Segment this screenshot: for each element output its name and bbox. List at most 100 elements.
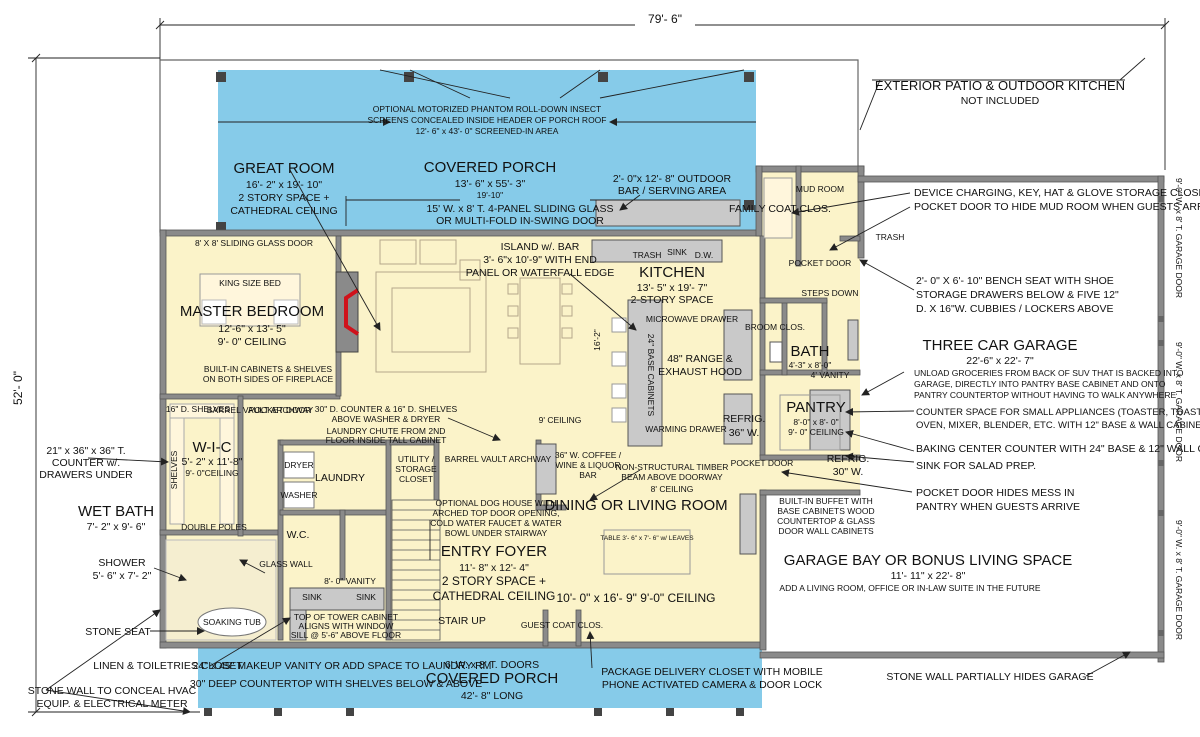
- room-exterior-patio: EXTERIOR PATIO & OUTDOOR KITCHEN NOT INC…: [875, 78, 1125, 107]
- overall-width-dimension: 79'- 6": [155, 10, 1170, 170]
- base-cabinets-label: 24" BASE CABINETS: [646, 334, 656, 417]
- garage-bay-interior: [760, 490, 1160, 658]
- garage-bay-title: GARAGE BAY OR BONUS LIVING SPACE: [784, 552, 1072, 569]
- sliding-glass-2: OR MULTI-FOLD IN-SWING DOOR: [436, 215, 604, 227]
- room-wic: W-I-C 5'- 2" x 11'-8" 9'- 0"CEILING: [182, 439, 243, 478]
- fireplace: [335, 271, 360, 353]
- sink-label: SINK: [667, 247, 687, 257]
- room-covered-porch-front: COVERED PORCH 42'- 8" LONG: [426, 670, 559, 702]
- pantry-shelves: [779, 394, 841, 451]
- dim-16-2: 16'-2": [592, 329, 602, 351]
- callout-bench-3: D. X 16"W. CUBBIES / LOCKERS ABOVE: [916, 303, 1113, 315]
- stone-seat: STONE SEAT: [85, 626, 151, 638]
- doors-6: 6' W. x 8' T. DOORS: [445, 659, 539, 671]
- garage-door-3: 9'-0" W. x 8' T. GARAGE DOOR: [1174, 520, 1184, 640]
- king-bed: [199, 273, 301, 327]
- dining-dim: 10'- 0" x 16'- 9" 9'-0" CEILING: [556, 591, 715, 605]
- bath-dim: 4'-3" x 8'-0": [789, 360, 832, 370]
- pantry-dim: 8'-0" x 8'- 0": [793, 417, 838, 427]
- refrig-pantry-1: REFRIG.: [827, 453, 870, 465]
- refrig-pantry-2: 30" W.: [833, 466, 864, 478]
- washer-shelves-1: 30" D. COUNTER & 16" D. SHELVES: [315, 404, 458, 414]
- island-3: PANEL OR WATERFALL EDGE: [466, 267, 614, 279]
- pocket-door-3: POCKET DOOR: [731, 458, 794, 468]
- master-title: MASTER BEDROOM: [180, 303, 324, 320]
- laundry-label: LAUNDRY: [315, 472, 365, 484]
- wet-bath-fixtures: [165, 539, 385, 641]
- dryer-label: DRYER: [284, 460, 314, 470]
- deep-counter: 30" DEEP COUNTERTOP WITH SHELVES BELOW &…: [190, 678, 482, 690]
- great-room-story: 2 STORY SPACE +: [238, 192, 329, 204]
- wet-bath-dim: 7'- 2" x 9'- 6": [87, 521, 146, 533]
- table-label: TABLE 3'- 6" x 7'- 6" w/ LEAVES: [600, 535, 694, 542]
- builtins-2: ON BOTH SIDES OF FIREPLACE: [203, 374, 334, 384]
- timber-1: NON-STRUCTURAL TIMBER: [616, 462, 729, 472]
- glass-wall: GLASS WALL: [259, 559, 313, 569]
- phantom-screens-2: SCREENS CONCEALED INSIDE HEADER OF PORCH…: [368, 115, 607, 125]
- wet-bath-title: WET BATH: [78, 503, 154, 520]
- callout-sink-salad: SINK FOR SALAD PREP.: [916, 460, 1036, 472]
- stair-up: STAIR UP: [438, 615, 486, 627]
- kitchen-story: 2-STORY SPACE: [631, 294, 714, 306]
- pantry-title: PANTRY: [786, 399, 845, 416]
- overall-width-label: 79'- 6": [648, 12, 682, 26]
- steps-down: STEPS DOWN: [801, 288, 858, 298]
- pocket-door: POCKET DOOR: [789, 258, 852, 268]
- garage-door-markers: [1158, 196, 1164, 636]
- callout-counter-space-1: COUNTER SPACE FOR SMALL APPLIANCES (TOAS…: [916, 407, 1200, 418]
- stone-wall-garage: STONE WALL PARTIALLY HIDES GARAGE: [886, 671, 1093, 683]
- kitchen-dim: 13'- 5" x 19'- 7": [637, 282, 708, 294]
- king-bed-label: KING SIZE BED: [219, 278, 281, 288]
- master-dim: 12'-6" x 13'- 5": [218, 323, 286, 335]
- back-porch-dim: 13'- 6" x 55'- 3": [455, 178, 526, 190]
- vanity4: 4' VANITY: [811, 370, 850, 380]
- garage-dim: 22'-6" x 22'- 7": [966, 355, 1034, 367]
- back-porch-dim2: 19'-10": [477, 190, 503, 200]
- buffet-2: BASE CABINETS WOOD: [777, 506, 874, 516]
- room-bath: BATH 4'-3" x 8'-0": [789, 343, 832, 370]
- island-1: ISLAND w/. BAR: [501, 241, 580, 253]
- phantom-screens-1: OPTIONAL MOTORIZED PHANTOM ROLL-DOWN INS…: [373, 104, 601, 114]
- refrig-kitchen-1: REFRIG.: [723, 413, 766, 425]
- front-porch-title: COVERED PORCH: [426, 670, 559, 687]
- coffee-1: 36" W. COFFEE /: [555, 450, 622, 460]
- range-label: 48" RANGE &: [667, 353, 733, 365]
- bath-title: BATH: [791, 343, 830, 360]
- garage-bay-note: ADD A LIVING ROOM, OFFICE OR IN-LAW SUIT…: [779, 583, 1040, 593]
- trash-garage: TRASH: [876, 232, 905, 242]
- sliding-glass-1: 15' W. x 8' T. 4-PANEL SLIDING GLASS: [426, 203, 613, 215]
- dog-3: COLD WATER FAUCET & WATER: [430, 518, 562, 528]
- ceiling-8: 8' CEILING: [651, 484, 694, 494]
- dw-label: D.W.: [695, 250, 713, 260]
- package-2: PHONE ACTIVATED CAMERA & DOOR LOCK: [602, 679, 822, 691]
- garage-title: THREE CAR GARAGE: [922, 337, 1077, 354]
- wic-ceiling: 9'- 0"CEILING: [185, 468, 238, 478]
- front-porch-posts: [204, 708, 744, 716]
- buffet-1: BUILT-IN BUFFET WITH: [779, 496, 873, 506]
- shelves-16: 16" D. SHELVES: [166, 404, 231, 414]
- room-kitchen: KITCHEN 13'- 5" x 19'- 7" 2-STORY SPACE: [631, 264, 714, 306]
- utility-1: UTILITY /: [398, 454, 435, 464]
- callout-device-charging: DEVICE CHARGING, KEY, HAT & GLOVE STORAG…: [914, 187, 1200, 199]
- mud-room: MUD ROOM: [796, 184, 844, 194]
- trash-label: TRASH: [633, 250, 662, 260]
- wic-title: W-I-C: [193, 439, 232, 456]
- laundry-chute-1: LAUNDRY CHUTE FROM 2ND: [327, 426, 446, 436]
- room-entry-foyer: ENTRY FOYER 11'- 8" x 12'- 4" 2 STORY SP…: [433, 543, 556, 603]
- callout-unload-1: UNLOAD GROCERIES FROM BACK OF SUV THAT I…: [914, 368, 1184, 378]
- patio-note: NOT INCLUDED: [961, 95, 1040, 107]
- callout-pocket-mud: POCKET DOOR TO HIDE MUD ROOM WHEN GUESTS…: [914, 201, 1200, 213]
- outdoor-bar-2: BAR / SERVING AREA: [618, 185, 726, 197]
- sink-b: SINK: [356, 592, 376, 602]
- great-room-title: GREAT ROOM: [233, 160, 334, 177]
- phantom-screens-3: 12'- 6" x 43'- 0" SCREENED-IN AREA: [416, 126, 559, 136]
- master-ceiling: 9'- 0" CEILING: [218, 336, 287, 348]
- utility-3: CLOSET: [399, 474, 433, 484]
- room-garage-bay: GARAGE BAY OR BONUS LIVING SPACE 11'- 11…: [779, 552, 1072, 593]
- broom: BROOM CLOS.: [745, 322, 805, 332]
- pocket-door-2: POCKET DOOR: [249, 405, 312, 415]
- master-slider: 8' X 8' SLIDING GLASS DOOR: [195, 238, 313, 248]
- interior-labels: OPTIONAL MOTORIZED PHANTOM ROLL-DOWN INS…: [28, 104, 1184, 710]
- dog-1: OPTIONAL DOG HOUSE WITH: [435, 498, 556, 508]
